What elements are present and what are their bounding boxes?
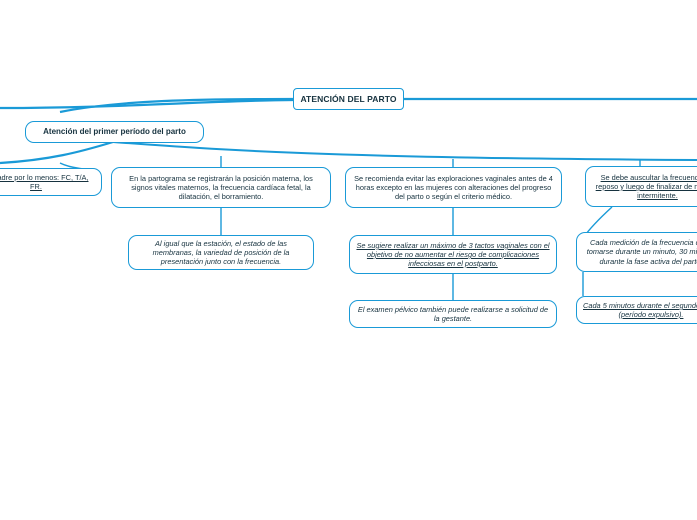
node-cada-5-minutos-label: Cada 5 minutos durante el segundo parto …	[583, 300, 697, 319]
node-estacion-membranas-label: Al igual que la estación, el estado de l…	[152, 238, 290, 267]
node-partograma[interactable]: En la partograma se registrarán la posic…	[111, 167, 331, 208]
node-medicion-frecuencia-label: Cada medición de la frecuencia debe toma…	[586, 238, 697, 266]
node-exploraciones-vaginales[interactable]: Se recomienda evitar las exploraciones v…	[345, 167, 562, 208]
node-root[interactable]: ATENCIÓN DEL PARTO	[293, 88, 404, 110]
node-exploraciones-vaginales-label: Se recomienda evitar las exploraciones v…	[354, 173, 553, 202]
node-examen-pelvico-label: El examen pélvico también puede realizar…	[357, 304, 549, 323]
node-cada-5-minutos[interactable]: Cada 5 minutos durante el segundo parto …	[576, 296, 697, 324]
node-tactos-vaginales[interactable]: Se sugiere realizar un máximo de 3 tacto…	[349, 235, 557, 274]
node-branch-primer-periodo[interactable]: Atención del primer período del parto	[25, 121, 204, 143]
node-madre-signos[interactable]: la madre por lo menos: FC, T/A, FR.	[0, 168, 102, 196]
node-partograma-label: En la partograma se registrarán la posic…	[129, 173, 313, 202]
node-estacion-membranas[interactable]: Al igual que la estación, el estado de l…	[128, 235, 314, 270]
node-auscultar-frecuencia-label: Se debe auscultar la frecuencia en repos…	[595, 172, 697, 201]
node-tactos-vaginales-label: Se sugiere realizar un máximo de 3 tacto…	[356, 240, 550, 269]
node-examen-pelvico[interactable]: El examen pélvico también puede realizar…	[349, 300, 557, 328]
node-auscultar-frecuencia[interactable]: Se debe auscultar la frecuencia en repos…	[585, 166, 697, 207]
node-root-label: ATENCIÓN DEL PARTO	[300, 93, 397, 104]
node-medicion-frecuencia[interactable]: Cada medición de la frecuencia debe toma…	[576, 232, 697, 272]
node-branch-primer-periodo-label: Atención del primer período del parto	[43, 127, 186, 137]
node-madre-signos-label: la madre por lo menos: FC, T/A, FR.	[0, 172, 89, 191]
